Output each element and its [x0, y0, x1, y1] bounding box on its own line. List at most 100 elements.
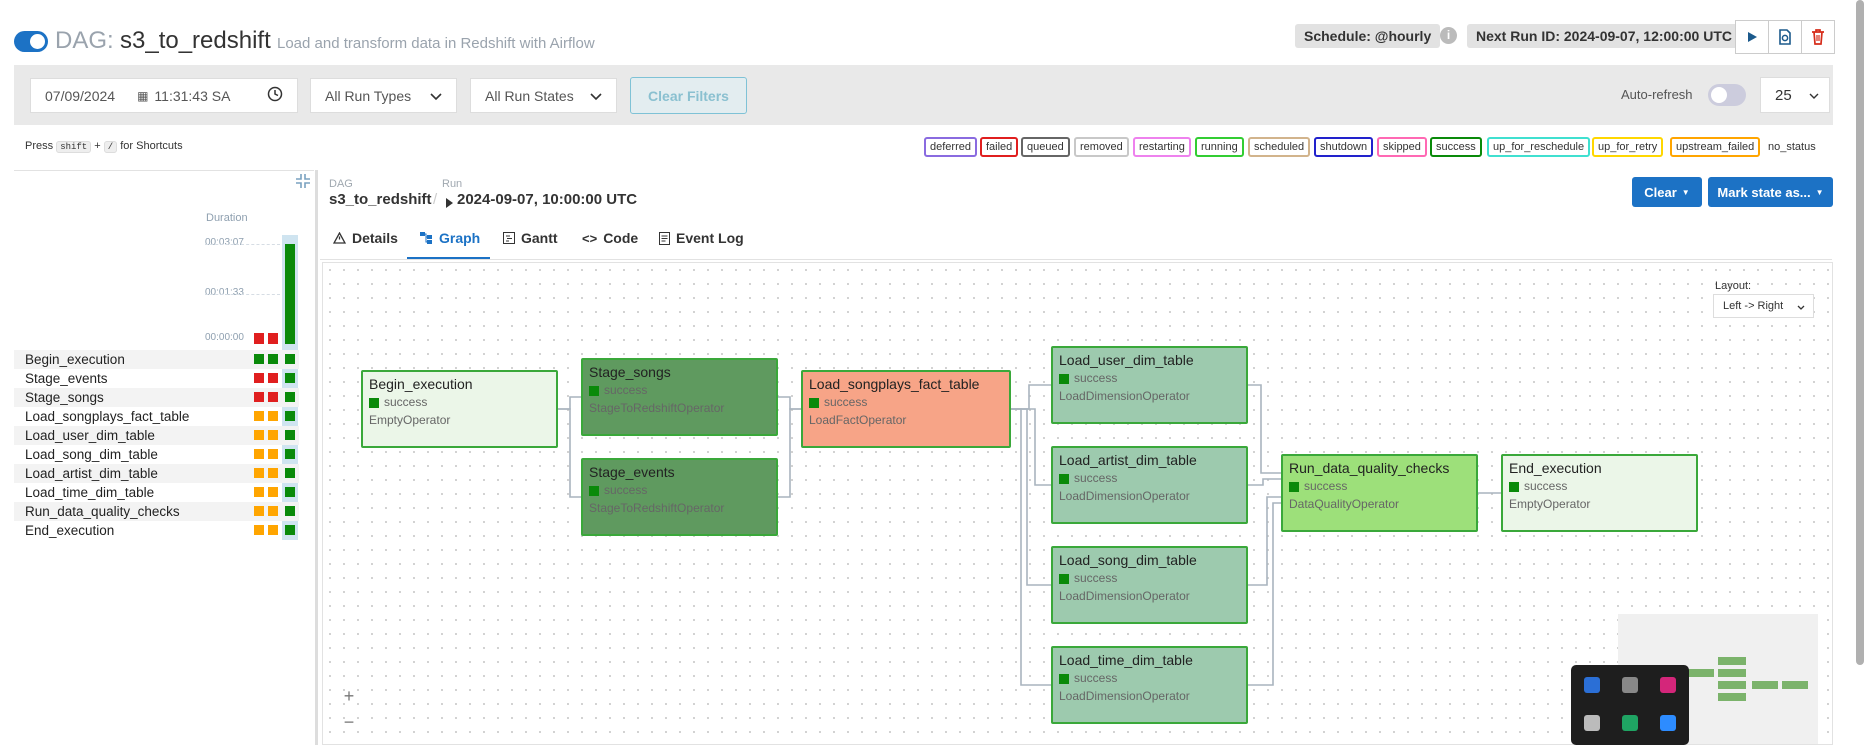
- calendar-icon[interactable]: ▦: [137, 88, 149, 103]
- task-instance-square[interactable]: [268, 411, 278, 421]
- delete-dag-button[interactable]: [1801, 20, 1835, 54]
- task-instance-square[interactable]: [254, 506, 264, 516]
- legend-shutdown[interactable]: shutdown: [1314, 137, 1374, 157]
- display-icon[interactable]: [1622, 677, 1638, 693]
- task-row[interactable]: Load_time_dim_table: [14, 483, 299, 502]
- task-instance-square[interactable]: [254, 449, 264, 459]
- task-instance-square[interactable]: [268, 449, 278, 459]
- task-instance-square[interactable]: [254, 430, 264, 440]
- trigger-dag-button[interactable]: [1735, 20, 1769, 54]
- task-row[interactable]: Load_user_dim_table: [14, 426, 299, 445]
- task-instance-square[interactable]: [254, 411, 264, 421]
- task-row[interactable]: Run_data_quality_checks: [14, 502, 299, 521]
- task-instance-square[interactable]: [285, 430, 295, 440]
- task-instance-square[interactable]: [254, 354, 264, 364]
- legend-success[interactable]: success: [1430, 137, 1482, 157]
- audio-icon[interactable]: [1584, 715, 1600, 731]
- zoom-in-button[interactable]: +: [343, 686, 355, 706]
- legend-up-for-reschedule[interactable]: up_for_reschedule: [1487, 137, 1591, 157]
- legend-no-status[interactable]: no_status: [1768, 141, 1816, 153]
- layout-select[interactable]: Left -> Right: [1713, 294, 1814, 318]
- dag-pause-toggle[interactable]: [14, 31, 48, 52]
- run-bar-failed[interactable]: [268, 333, 278, 344]
- run-states-select[interactable]: All Run States: [470, 78, 617, 113]
- task-instance-square[interactable]: [268, 430, 278, 440]
- task-instance-square[interactable]: [268, 525, 278, 535]
- legend-up-for-retry[interactable]: up_for_retry: [1592, 137, 1664, 157]
- reparse-dag-button[interactable]: [1768, 20, 1802, 54]
- task-row[interactable]: Load_songplays_fact_table: [14, 407, 299, 426]
- legend-running[interactable]: running: [1195, 137, 1244, 157]
- legend-scheduled[interactable]: scheduled: [1248, 137, 1311, 157]
- task-instance-square[interactable]: [268, 373, 278, 383]
- task-instance-square[interactable]: [285, 449, 295, 459]
- info-icon[interactable]: i: [1440, 27, 1457, 44]
- breadcrumb-dag[interactable]: s3_to_redshift: [329, 191, 432, 208]
- task-row[interactable]: Stage_songs: [14, 388, 299, 407]
- dag-id[interactable]: s3_to_redshift: [120, 27, 271, 54]
- task-row[interactable]: Load_artist_dim_table: [14, 464, 299, 483]
- task-instance-square[interactable]: [285, 506, 295, 516]
- legend-deferred[interactable]: deferred: [924, 137, 977, 157]
- clear-button[interactable]: Clear▼: [1632, 177, 1702, 207]
- tab-code[interactable]: <> Code: [582, 230, 639, 246]
- tab-details[interactable]: Details: [333, 230, 398, 246]
- security-warning-icon[interactable]: [1584, 677, 1600, 693]
- breadcrumb-run[interactable]: 2024-09-07, 10:00:00 UTC: [457, 191, 638, 208]
- task-instance-square[interactable]: [285, 373, 295, 383]
- page-scrollbar[interactable]: [1856, 0, 1864, 665]
- drive-icon[interactable]: [1622, 715, 1638, 731]
- run-bar-failed[interactable]: [254, 333, 264, 344]
- clear-filters-button[interactable]: Clear Filters: [630, 77, 747, 114]
- app-icon[interactable]: [1660, 677, 1676, 693]
- legend-failed[interactable]: failed: [980, 137, 1019, 157]
- legend-queued[interactable]: queued: [1021, 137, 1070, 157]
- task-instance-square[interactable]: [254, 392, 264, 402]
- pane-splitter[interactable]: [315, 170, 318, 745]
- task-row[interactable]: End_execution: [14, 521, 299, 540]
- run-types-select[interactable]: All Run Types: [310, 78, 457, 113]
- task-instance-square[interactable]: [268, 354, 278, 364]
- legend-removed[interactable]: removed: [1074, 137, 1129, 157]
- legend-skipped[interactable]: skipped: [1377, 137, 1427, 157]
- task-instance-square[interactable]: [268, 468, 278, 478]
- task-instance-square[interactable]: [268, 487, 278, 497]
- collapse-icon[interactable]: [295, 173, 311, 189]
- auto-refresh-toggle[interactable]: [1708, 84, 1746, 106]
- run-bar-success[interactable]: [285, 244, 295, 344]
- task-instance-square[interactable]: [254, 487, 264, 497]
- task-row[interactable]: Stage_events: [14, 369, 299, 388]
- task-instance-square[interactable]: [285, 468, 295, 478]
- task-instance-square[interactable]: [268, 506, 278, 516]
- zoom-out-button[interactable]: −: [343, 712, 355, 732]
- task-instance-square[interactable]: [285, 354, 295, 364]
- legend-upstream-failed[interactable]: upstream_failed: [1670, 137, 1761, 157]
- legend-restarting[interactable]: restarting: [1133, 137, 1191, 157]
- task-row[interactable]: Begin_execution: [14, 350, 299, 369]
- zoom-app-icon[interactable]: [1660, 715, 1676, 731]
- tab-event-log[interactable]: Event Log: [659, 230, 744, 246]
- page-size-select[interactable]: 25: [1760, 77, 1830, 113]
- task-instance-square[interactable]: [285, 411, 295, 421]
- base-date-input[interactable]: 07/09/2024 ▦ 11:31:43 SA: [30, 78, 298, 113]
- tab-gantt[interactable]: Gantt: [503, 230, 558, 246]
- clock-icon[interactable]: [267, 86, 283, 105]
- tab-graph[interactable]: Graph: [420, 230, 480, 246]
- task-instance-square[interactable]: [254, 468, 264, 478]
- mark-state-button[interactable]: Mark state as...▼: [1708, 177, 1833, 207]
- task-instance-square[interactable]: [268, 392, 278, 402]
- task-instance-square[interactable]: [285, 487, 295, 497]
- task-instance-square[interactable]: [285, 525, 295, 535]
- task-instance-square[interactable]: [285, 392, 295, 402]
